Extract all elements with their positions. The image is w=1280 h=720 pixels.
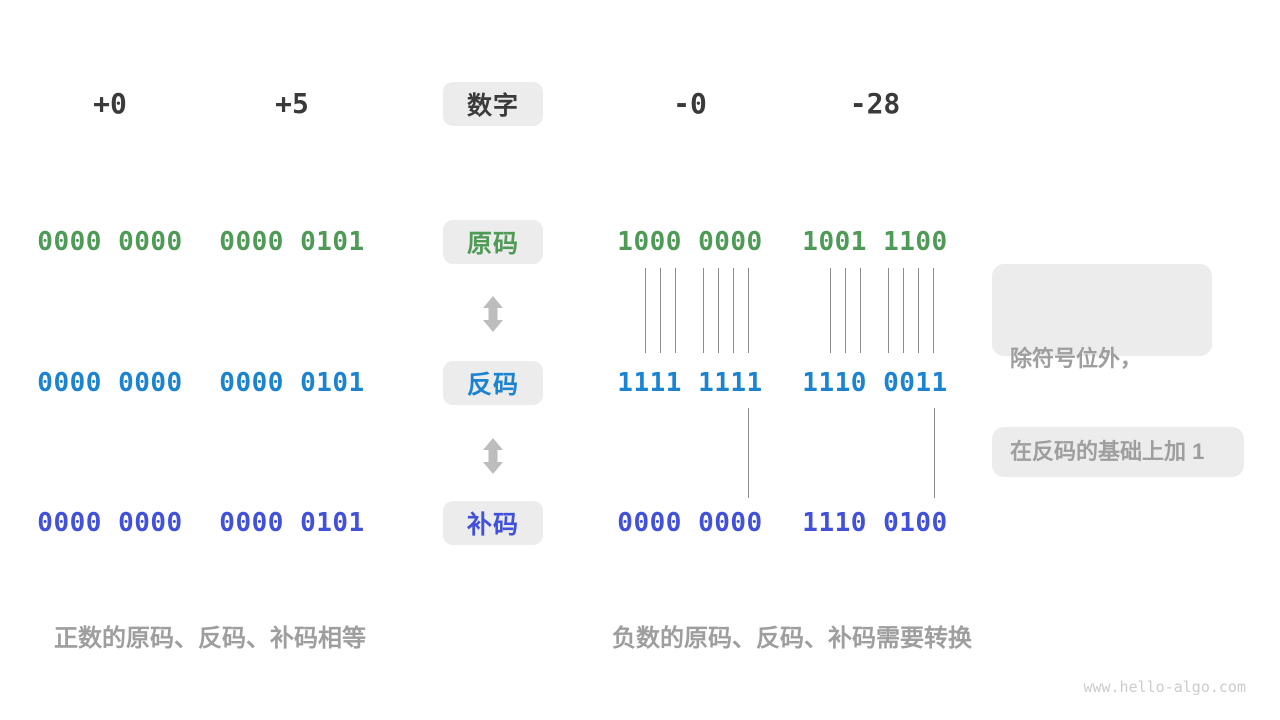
ones-complement-pos-zero: 0000 0000 — [37, 368, 183, 398]
header-value-neg-zero: -0 — [673, 87, 707, 120]
ones-complement-neg-zero: 1111 1111 — [617, 368, 763, 398]
twos-complement-pos-five: 0000 0101 — [219, 508, 365, 538]
header-label-pill: 数字 — [443, 82, 543, 126]
ones-complement-label-pill: 反码 — [443, 361, 543, 405]
sign-magnitude-label-pill: 原码 — [443, 220, 543, 264]
bit-tick-line — [703, 268, 704, 353]
header-value-neg-28: -28 — [849, 87, 901, 120]
bit-tick-line — [918, 268, 919, 353]
bit-tick-line — [845, 268, 846, 353]
bit-tick-line — [733, 268, 734, 353]
twos-complement-neg-zero: 0000 0000 — [617, 508, 763, 538]
bit-tick-line — [903, 268, 904, 353]
bit-tick-line — [675, 268, 676, 353]
sign-magnitude-pos-zero: 0000 0000 — [37, 227, 183, 257]
carry-line — [748, 408, 749, 498]
up-down-arrow-icon — [483, 438, 503, 474]
sign-magnitude-label-text: 原码 — [466, 230, 519, 258]
header-label-text: 数字 — [466, 92, 519, 120]
ones-complement-label-text: 反码 — [466, 371, 519, 399]
header-value-pos-zero: +0 — [93, 87, 127, 120]
sign-magnitude-pos-five: 0000 0101 — [219, 227, 365, 257]
bit-tick-line — [660, 268, 661, 353]
add-one-annotation-text: 在反码的基础上加 1 — [1010, 438, 1205, 464]
up-down-arrow-icon — [483, 296, 503, 332]
bit-tick-line — [645, 268, 646, 353]
caption-negative: 负数的原码、反码、补码需要转换 — [612, 625, 972, 652]
ones-complement-pos-five: 0000 0101 — [219, 368, 365, 398]
invert-annotation-line1: 除符号位外， — [1010, 346, 1143, 372]
twos-complement-label-text: 补码 — [466, 511, 519, 539]
header-value-pos-five: +5 — [275, 87, 309, 120]
bit-tick-line — [888, 268, 889, 353]
ones-complement-neg-28: 1110 0011 — [802, 368, 948, 398]
invert-annotation-box: 除符号位外， 对其余所有位取反 — [992, 264, 1212, 473]
carry-line — [934, 408, 935, 498]
watermark-text: www.hello-algo.com — [1083, 678, 1246, 696]
twos-complement-label-pill: 补码 — [443, 501, 543, 545]
sign-magnitude-neg-zero: 1000 0000 — [617, 227, 763, 257]
bit-tick-line — [718, 268, 719, 353]
twos-complement-neg-28: 1110 0100 — [802, 508, 948, 538]
bit-tick-line — [860, 268, 861, 353]
bit-tick-line — [830, 268, 831, 353]
sign-magnitude-neg-28: 1001 1100 — [802, 227, 948, 257]
twos-complement-pos-zero: 0000 0000 — [37, 508, 183, 538]
add-one-annotation-box: 在反码的基础上加 1 — [992, 427, 1244, 477]
caption-positive: 正数的原码、反码、补码相等 — [54, 625, 366, 652]
bit-tick-line — [748, 268, 749, 353]
bit-tick-line — [933, 268, 934, 353]
